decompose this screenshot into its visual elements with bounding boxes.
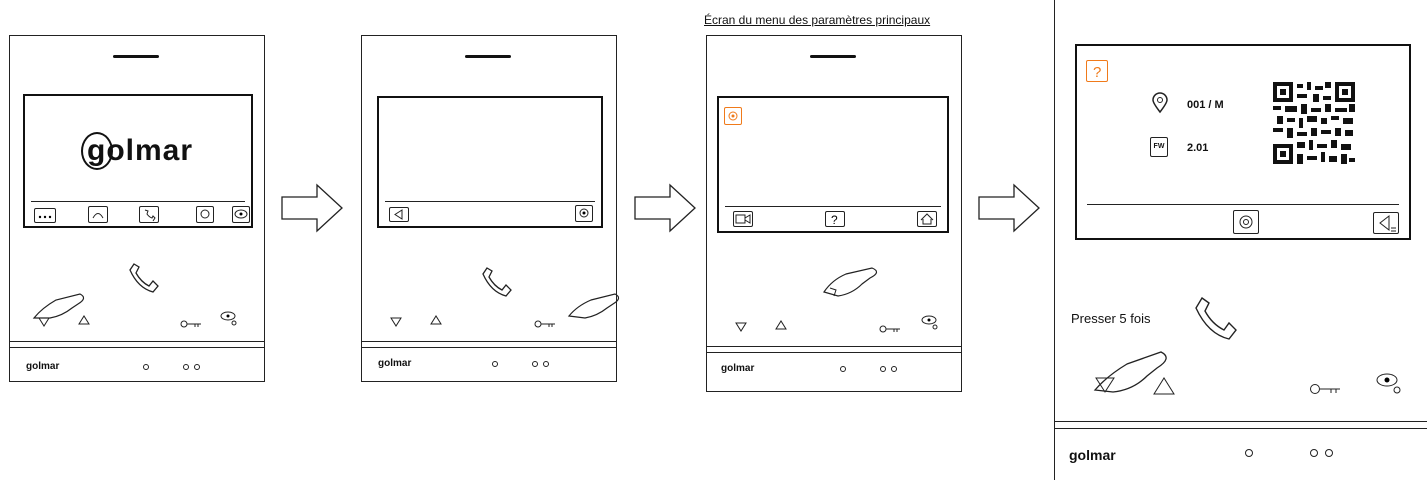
- address-label: 001 / M: [1187, 99, 1224, 111]
- led-dot: [143, 364, 149, 370]
- led-dot: [1325, 449, 1333, 457]
- help-icon[interactable]: ?: [825, 211, 845, 227]
- menu-icon[interactable]: [34, 208, 56, 223]
- led-dot: [183, 364, 189, 370]
- up-arrow-button[interactable]: [1153, 377, 1175, 400]
- home-icon[interactable]: [917, 211, 937, 227]
- device-band: [10, 341, 264, 348]
- led-dot: [543, 361, 549, 367]
- call-handset-icon[interactable]: [481, 264, 512, 303]
- golmar-small-logo: golmar: [1069, 447, 1116, 463]
- flow-arrow: [281, 183, 343, 237]
- instruction-text: Presser 5 fois: [1071, 311, 1151, 326]
- settings-icon[interactable]: [1233, 210, 1259, 234]
- up-arrow-button[interactable]: [430, 312, 442, 330]
- led-dot: [1245, 449, 1253, 457]
- call-handset-icon[interactable]: [1194, 294, 1237, 347]
- svg-text:?: ?: [831, 213, 838, 227]
- qr-code: [1273, 82, 1355, 164]
- key-button[interactable]: [1309, 382, 1341, 401]
- led-dot: [1310, 449, 1318, 457]
- device-band: [707, 346, 961, 353]
- golmar-small-logo: golmar: [721, 363, 755, 374]
- back-icon[interactable]: [389, 207, 409, 222]
- monitor-button[interactable]: [220, 310, 240, 333]
- screen-separator: [725, 206, 941, 207]
- device-band: [1055, 421, 1427, 429]
- led-dot: [532, 361, 538, 367]
- key-button[interactable]: [534, 316, 556, 334]
- firmware-version: 2.01: [1187, 142, 1209, 154]
- settings-icon[interactable]: [575, 205, 593, 222]
- monitor-screen-home: golmar: [23, 94, 253, 228]
- screen-separator: [1087, 204, 1399, 205]
- help-icon[interactable]: ?: [1086, 60, 1108, 82]
- menu-caption: Écran du menu des paramètres principaux: [704, 13, 931, 27]
- led-dot: [492, 361, 498, 367]
- speaker-slot: [465, 55, 511, 58]
- hand-press-icon: [32, 290, 88, 329]
- key-button[interactable]: [879, 321, 901, 339]
- up-arrow-button[interactable]: [775, 317, 787, 335]
- logo-ring: [81, 132, 113, 170]
- monitor-device-1: golmar golmar: [9, 35, 265, 382]
- call-handset-icon[interactable]: [128, 260, 159, 299]
- down-arrow-button[interactable]: [38, 314, 50, 332]
- screen-separator: [31, 201, 245, 202]
- back-icon[interactable]: [1373, 212, 1399, 234]
- monitor-button[interactable]: [1375, 371, 1405, 402]
- hand-press-icon: [1093, 346, 1171, 405]
- screen-separator: [385, 201, 595, 202]
- down-arrow-button[interactable]: [735, 319, 747, 337]
- monitor-screen-info: ? 001 / M FW 2.01: [1075, 44, 1411, 240]
- monitor-icon[interactable]: [232, 206, 250, 223]
- speaker-slot: [810, 55, 856, 58]
- down-arrow-button[interactable]: [390, 314, 402, 332]
- firmware-badge: FW: [1153, 143, 1165, 150]
- led-dot: [891, 366, 897, 372]
- key-button[interactable]: [180, 316, 202, 334]
- flow-arrow: [978, 183, 1040, 237]
- golmar-small-logo: golmar: [26, 361, 60, 372]
- monitor-screen-settings-menu: ?: [717, 96, 949, 233]
- device-band: [362, 341, 616, 348]
- location-icon: [1151, 92, 1169, 119]
- monitor-device-4: ? 001 / M FW 2.01 Presser 5 fois: [1054, 0, 1427, 480]
- call-icon[interactable]: [139, 206, 159, 223]
- led-dot: [880, 366, 886, 372]
- golmar-small-logo: golmar: [378, 358, 412, 369]
- flow-arrow: [634, 183, 696, 237]
- monitor-device-3: ? golmar: [706, 35, 962, 392]
- monitor-device-2: golmar: [361, 35, 620, 382]
- monitor-screen-blank: [377, 96, 603, 228]
- hand-press-icon: [567, 290, 623, 329]
- led-dot: [194, 364, 200, 370]
- up-arrow-button[interactable]: [78, 312, 90, 330]
- down-arrow-button[interactable]: [1095, 377, 1115, 398]
- hand-on-handset-icon: [822, 262, 884, 307]
- firmware-icon: FW: [1150, 137, 1168, 157]
- speaker-slot: [113, 55, 159, 58]
- light-icon[interactable]: [196, 206, 214, 223]
- settings-icon[interactable]: [724, 107, 742, 125]
- monitor-button[interactable]: [921, 314, 941, 337]
- intercom-icon[interactable]: [88, 206, 108, 223]
- camera-icon[interactable]: [733, 211, 753, 227]
- led-dot: [840, 366, 846, 372]
- svg-text:?: ?: [1093, 64, 1101, 81]
